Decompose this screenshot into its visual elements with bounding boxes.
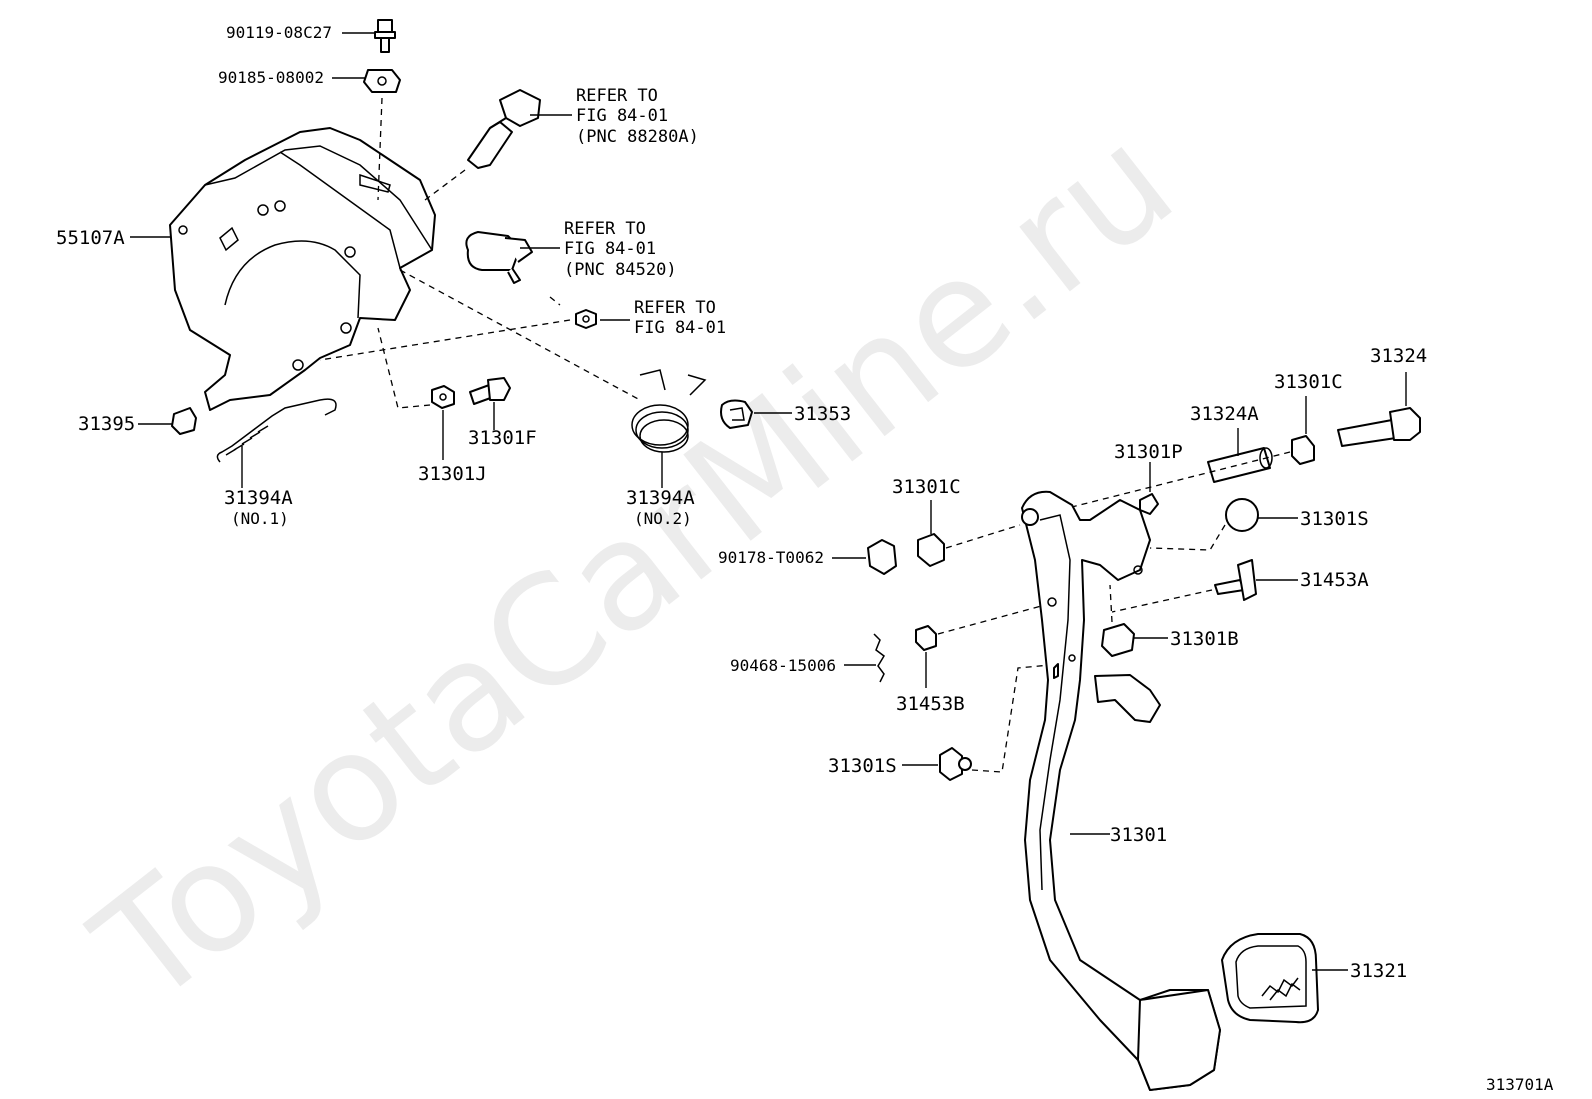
label-31321: 31321 bbox=[1350, 960, 1407, 982]
stopper-31301s-right[interactable] bbox=[1225, 498, 1259, 532]
bracket-55107a[interactable] bbox=[169, 127, 436, 411]
clip-31353[interactable] bbox=[720, 399, 753, 429]
pin-31453a[interactable] bbox=[1214, 559, 1257, 601]
refer-switch-line1: REFER TO bbox=[576, 86, 658, 106]
label-90119-08c27: 90119-08C27 bbox=[226, 23, 332, 42]
guide-line-31301b bbox=[1109, 584, 1113, 623]
refer-sensor-line3: (PNC 84520) bbox=[564, 260, 677, 280]
label-31324: 31324 bbox=[1370, 345, 1427, 367]
refer-switch-line3: (PNC 88280A) bbox=[576, 127, 699, 147]
label-31301j: 31301J bbox=[418, 463, 487, 485]
label-31394a-no2-note: (NO.2) bbox=[634, 509, 692, 528]
cushion-31395[interactable] bbox=[171, 407, 197, 435]
guide-line-31453a bbox=[1111, 589, 1213, 613]
label-90185-08002: 90185-08002 bbox=[218, 68, 324, 87]
pedal-31301[interactable] bbox=[1021, 490, 1221, 1091]
label-31394a-no1: 31394A bbox=[224, 487, 293, 509]
label-31301s-right: 31301S bbox=[1300, 508, 1369, 530]
bolt-31324[interactable] bbox=[1337, 407, 1421, 447]
figure-code: 313701A bbox=[1486, 1075, 1554, 1094]
label-31395: 31395 bbox=[78, 413, 135, 435]
label-55107a: 55107A bbox=[56, 227, 125, 249]
spring-no2-31394a[interactable] bbox=[631, 369, 707, 453]
label-31301c-left: 31301C bbox=[892, 476, 961, 498]
clip-90468[interactable] bbox=[873, 633, 885, 683]
guide-line-nut bbox=[319, 319, 571, 361]
stop-switch-part[interactable] bbox=[467, 89, 541, 169]
guide-line-31453b bbox=[937, 604, 1046, 635]
label-31453a: 31453A bbox=[1300, 569, 1369, 591]
label-31301: 31301 bbox=[1110, 824, 1167, 846]
leader-lines bbox=[130, 32, 1407, 971]
guide-line-switch bbox=[424, 169, 466, 201]
nut-refer-part[interactable] bbox=[575, 309, 597, 329]
refer-sensor-line2: FIG 84-01 bbox=[564, 239, 656, 259]
guide-line-sensor bbox=[549, 296, 561, 306]
label-90178-t0062: 90178-T0062 bbox=[718, 548, 824, 567]
guide-line-shaft bbox=[1039, 451, 1291, 516]
bush-31301c-left[interactable] bbox=[917, 533, 945, 567]
bolt-90178[interactable] bbox=[867, 539, 897, 575]
label-31453b: 31453B bbox=[896, 693, 965, 715]
block-31301b[interactable] bbox=[1101, 623, 1135, 657]
label-31324a: 31324A bbox=[1190, 403, 1259, 425]
label-31394a-no1-note: (NO.1) bbox=[231, 509, 289, 528]
spring-no1-31394a[interactable] bbox=[216, 398, 337, 463]
collar-31324a[interactable] bbox=[1207, 447, 1273, 483]
refer-nut-line2: FIG 84-01 bbox=[634, 318, 726, 338]
guide-line-stopper bbox=[1149, 524, 1226, 551]
guide-line-j bbox=[377, 327, 431, 409]
bolt-90119[interactable] bbox=[374, 19, 396, 53]
guide-line-stopper-left bbox=[971, 664, 1051, 773]
guide-line-bush-left bbox=[945, 524, 1021, 549]
bush-31453b[interactable] bbox=[915, 625, 937, 651]
nut-31301j[interactable] bbox=[431, 385, 455, 409]
clip-nut-90185[interactable] bbox=[363, 69, 401, 93]
refer-sensor-line1: REFER TO bbox=[564, 219, 646, 239]
stopper-31301s-left[interactable] bbox=[939, 747, 972, 781]
label-31353: 31353 bbox=[794, 403, 851, 425]
label-31394a-no2: 31394A bbox=[626, 487, 695, 509]
refer-switch-line2: FIG 84-01 bbox=[576, 106, 668, 126]
label-31301p: 31301P bbox=[1114, 441, 1183, 463]
bush-31301c-right[interactable] bbox=[1291, 435, 1315, 465]
label-90468-15006: 90468-15006 bbox=[730, 656, 836, 675]
label-31301f: 31301F bbox=[468, 427, 537, 449]
pedal-pad-31321[interactable] bbox=[1221, 933, 1319, 1024]
label-31301s-left: 31301S bbox=[828, 755, 897, 777]
label-31301c-right: 31301C bbox=[1274, 371, 1343, 393]
sensor-part[interactable] bbox=[465, 231, 533, 284]
refer-nut-line1: REFER TO bbox=[634, 298, 716, 318]
guide-line-spring2 bbox=[399, 269, 641, 401]
pin-31301p[interactable] bbox=[1139, 493, 1159, 515]
label-31301b: 31301B bbox=[1170, 628, 1239, 650]
bolt-31301f[interactable] bbox=[469, 377, 511, 405]
